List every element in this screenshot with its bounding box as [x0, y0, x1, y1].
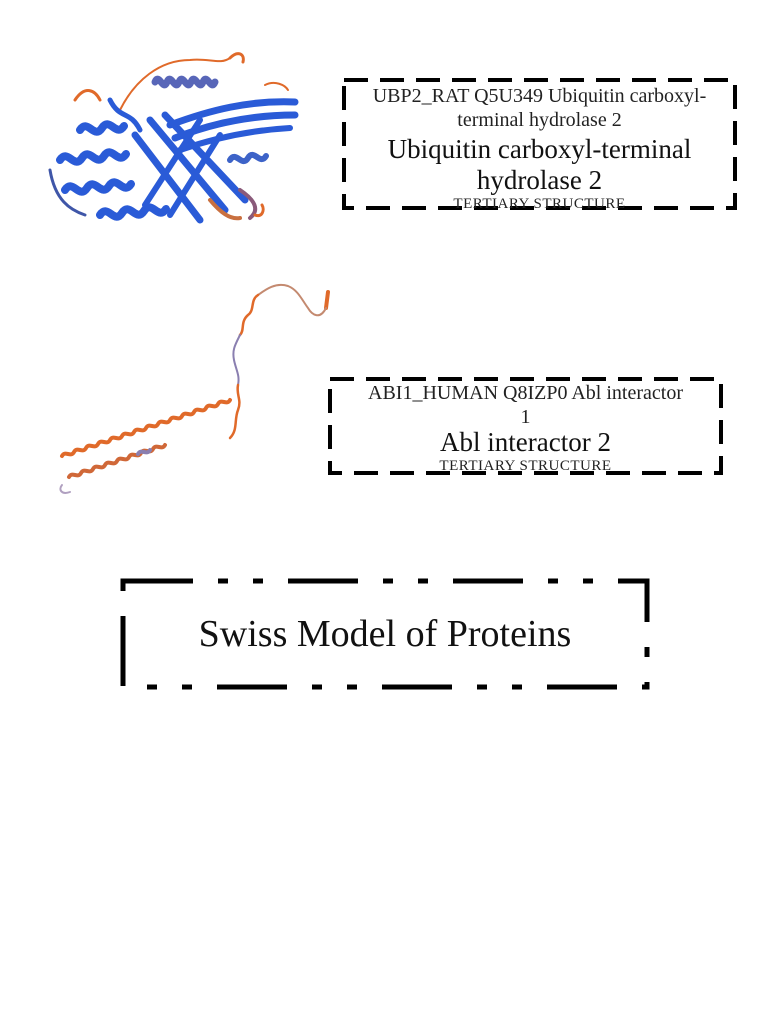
protein-card-caption: TERTIARY STRUCTURE — [439, 458, 612, 474]
protein-image-ubp2 — [40, 40, 300, 240]
protein-card-ubp2: UBP2_RAT Q5U349 Ubiquitin carboxyl-termi… — [342, 78, 737, 210]
protein-card-subtitle: UBP2_RAT Q5U349 Ubiquitin carboxyl-termi… — [372, 85, 707, 131]
protein-structure-globular-icon — [48, 52, 299, 224]
protein-structure-helix-icon — [59, 284, 330, 494]
page-title: Swiss Model of Proteins — [198, 613, 572, 655]
protein-card-abi1: ABI1_HUMAN Q8IZP0 Abl interactor 1 Abl i… — [328, 377, 723, 475]
protein-image-abi1 — [50, 280, 340, 500]
protein-card-title: Ubiquitin carboxyl-terminal hydrolase 2 — [387, 134, 692, 195]
protein-card-caption: TERTIARY STRUCTURE — [453, 196, 626, 210]
main-title-box: Swiss Model of Proteins — [120, 578, 650, 690]
protein-card-title: Abl interactor 2 — [440, 427, 611, 457]
protein-card-subtitle: ABI1_HUMAN Q8IZP0 Abl interactor 1 — [368, 382, 683, 428]
